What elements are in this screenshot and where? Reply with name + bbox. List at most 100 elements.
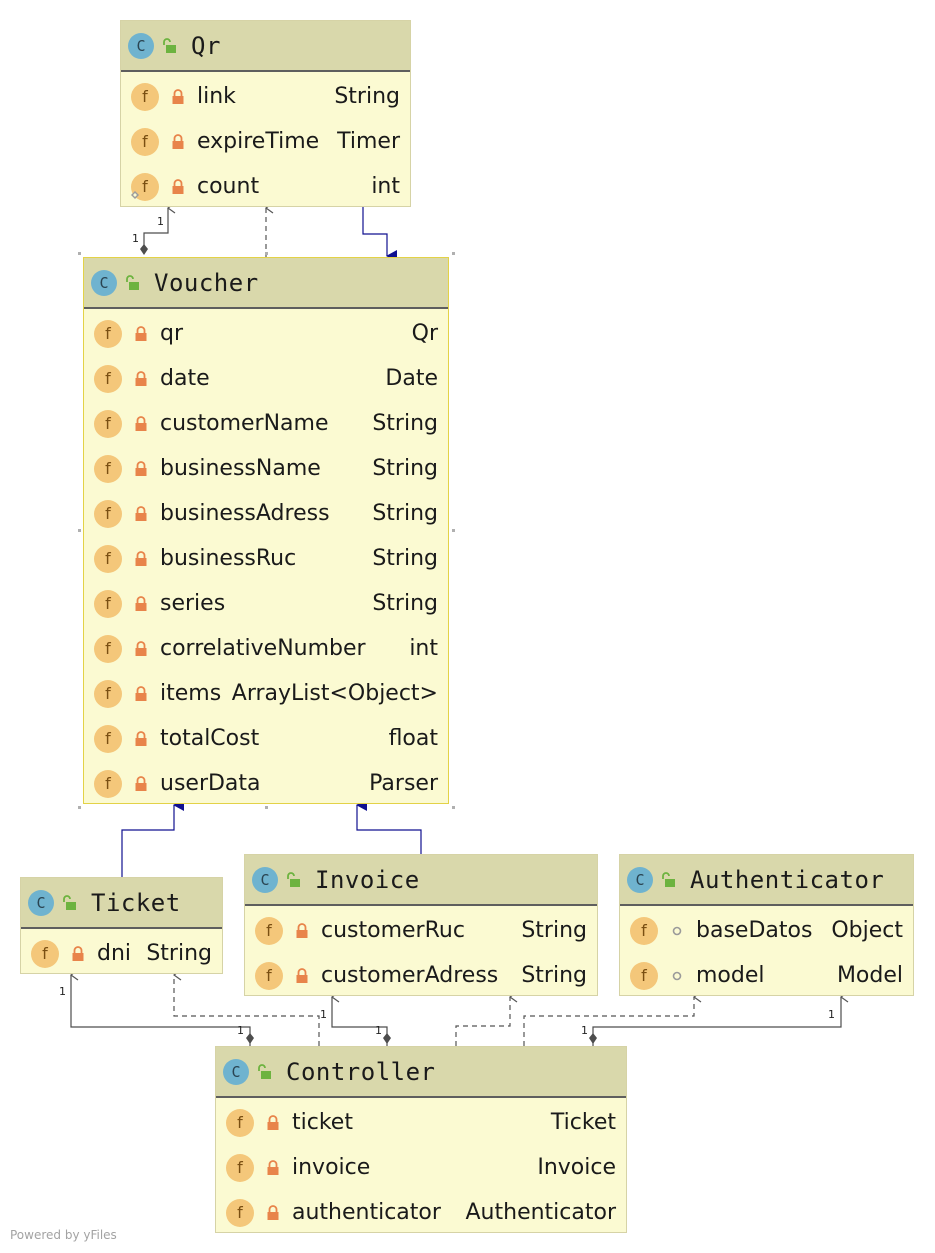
field-type: String (372, 456, 438, 481)
field-row[interactable]: f model Model (620, 953, 913, 998)
private-lock-icon (134, 460, 148, 477)
field-icon: f (94, 364, 122, 393)
field-type: Model (836, 963, 903, 988)
field-name: baseDatos (696, 918, 813, 943)
field-type: float (388, 726, 438, 751)
selection-handle[interactable] (78, 252, 81, 255)
private-lock-icon (134, 370, 148, 387)
field-type: Date (385, 366, 438, 391)
selection-handle[interactable] (78, 806, 81, 809)
field-row[interactable]: f businessName String (84, 446, 448, 491)
selection-handle[interactable] (452, 806, 455, 809)
field-row[interactable]: f businessRuc String (84, 536, 448, 581)
field-type: String (372, 546, 438, 571)
field-icon: f (94, 769, 122, 798)
public-visibility-icon (163, 37, 176, 53)
edge-controller-invoice-dependency (455, 997, 510, 1046)
multiplicity-label: 1 (828, 1008, 835, 1021)
private-lock-icon (134, 325, 148, 342)
class-icon: C (223, 1058, 249, 1085)
multiplicity-label: 1 (237, 1024, 244, 1037)
selection-handle[interactable] (78, 529, 81, 532)
field-type: ArrayList<Object> (231, 681, 438, 706)
selection-handle[interactable] (452, 252, 455, 255)
private-lock-icon (134, 685, 148, 702)
class-icon: C (252, 866, 278, 893)
edge-ticket-inherits-voucher (121, 799, 184, 877)
class-icon: C (91, 269, 117, 296)
static-marker-icon (131, 191, 139, 199)
selection-handle[interactable] (265, 252, 268, 255)
field-icon: f (630, 961, 658, 990)
public-visibility-icon (258, 1063, 271, 1079)
field-type: String (521, 918, 587, 943)
field-icon: f (94, 679, 122, 708)
private-lock-icon (171, 133, 185, 150)
multiplicity-label: 1 (581, 1024, 588, 1037)
edge-controller-invoice-composition (332, 997, 391, 1046)
class-name: Authenticator (690, 865, 885, 894)
field-name: invoice (292, 1155, 371, 1180)
field-icon: f (94, 454, 122, 483)
field-type: Ticket (550, 1110, 616, 1135)
field-name: customerAdress (321, 963, 499, 988)
field-type: Authenticator (465, 1200, 617, 1225)
edge-invoice-inherits-voucher (356, 799, 422, 854)
field-icon: f (94, 634, 122, 663)
private-lock-icon (134, 730, 148, 747)
field-icon: f (94, 544, 122, 573)
multiplicity-label: 1 (59, 985, 66, 998)
private-lock-icon (134, 415, 148, 432)
private-lock-icon (134, 775, 148, 792)
field-name: series (160, 591, 226, 616)
field-name: businessName (160, 456, 321, 481)
field-icon: f (226, 1198, 254, 1227)
selection-handle[interactable] (265, 806, 268, 809)
field-name: dni (97, 941, 132, 966)
package-visibility-icon (670, 968, 684, 984)
selection-handle[interactable] (452, 529, 455, 532)
field-name: model (696, 963, 765, 988)
field-icon: f (226, 1153, 254, 1182)
field-name: businessRuc (160, 546, 297, 571)
field-name: ticket (292, 1110, 353, 1135)
public-visibility-icon (126, 274, 139, 290)
public-visibility-icon (63, 894, 76, 910)
field-icon: f (255, 916, 283, 945)
